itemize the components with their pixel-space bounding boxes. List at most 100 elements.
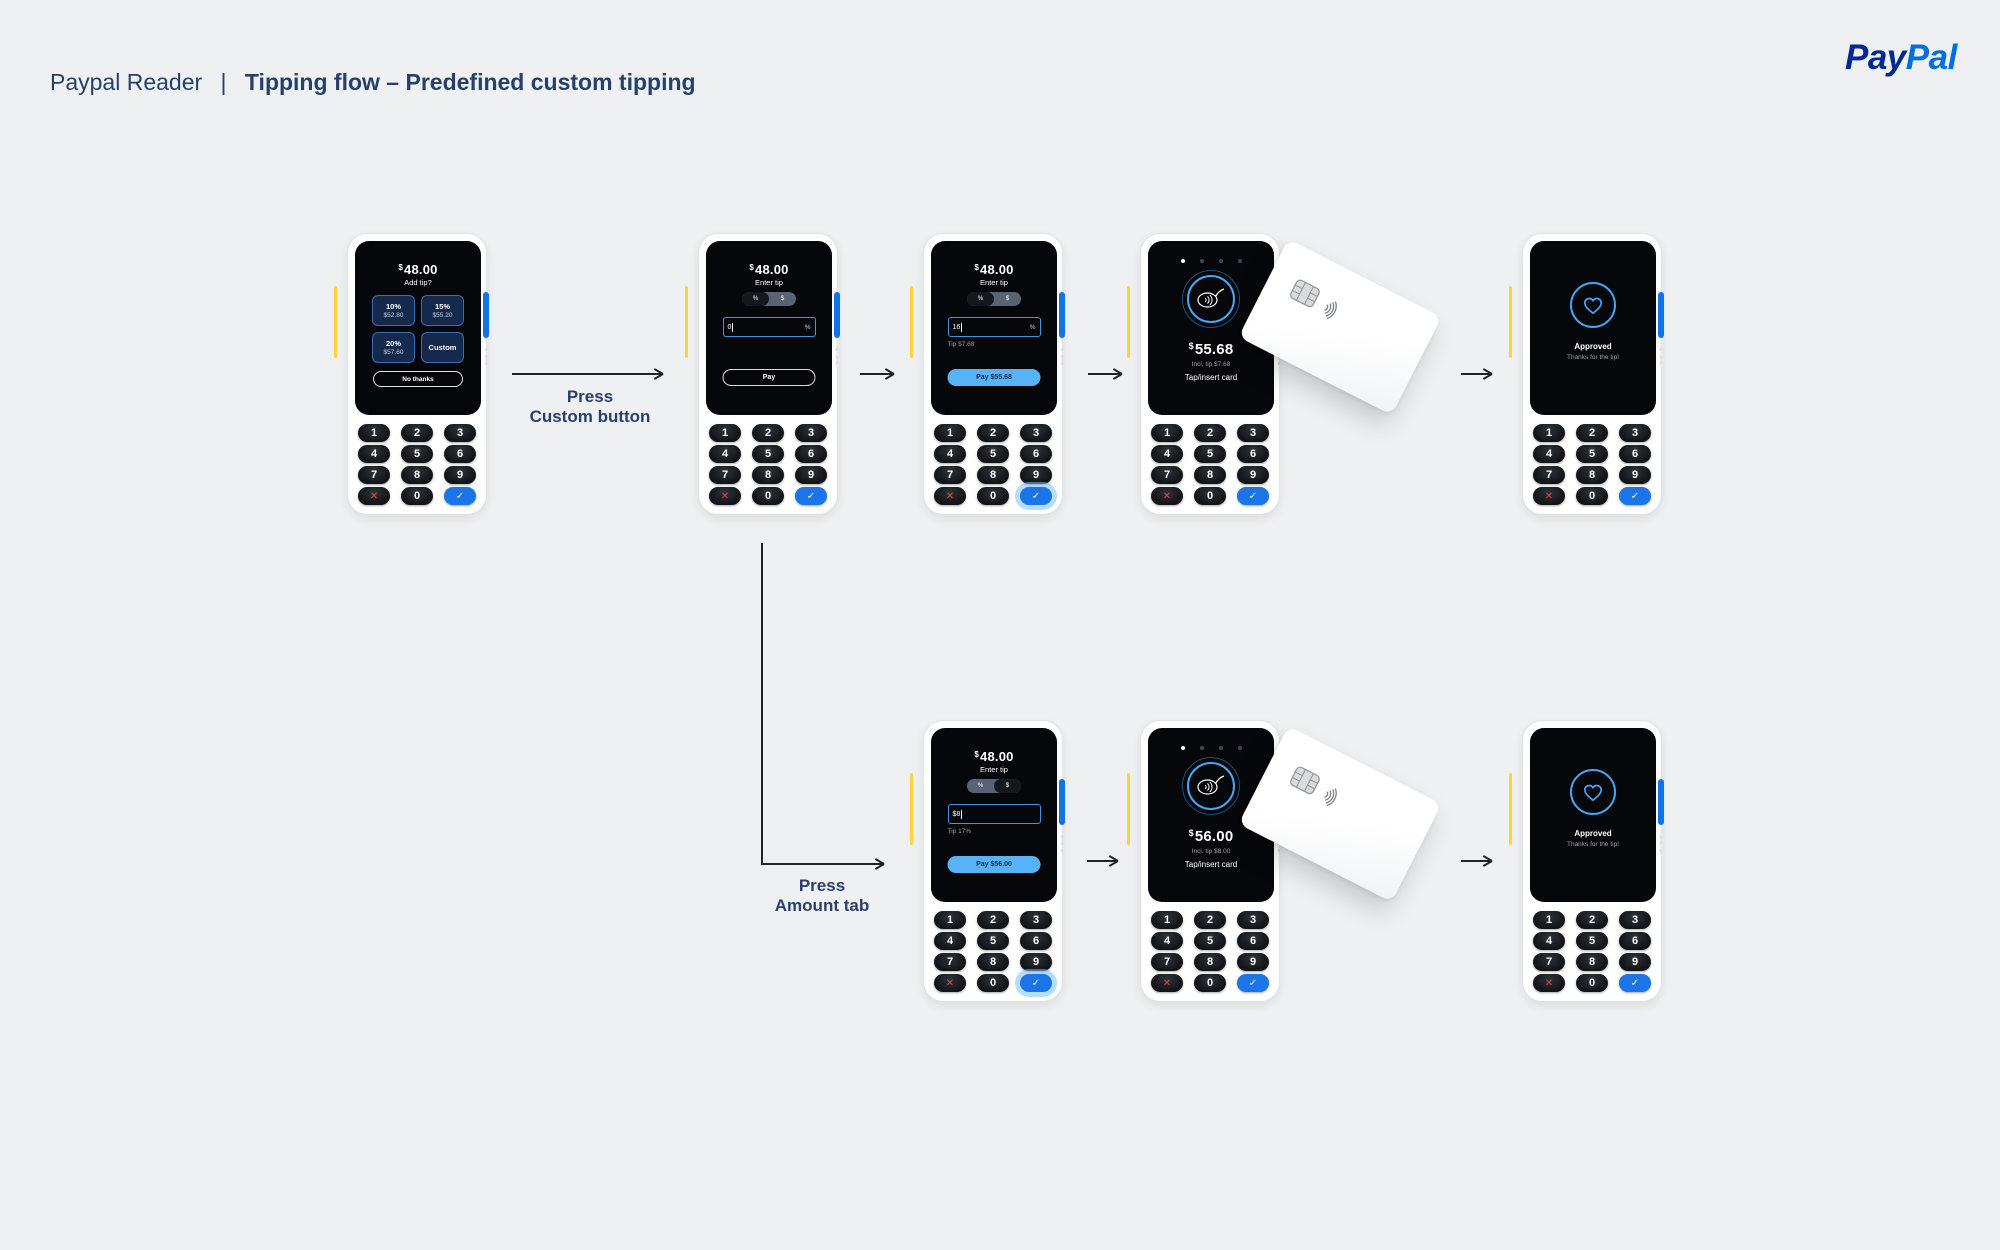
key-0[interactable]: 0 bbox=[1576, 974, 1608, 992]
key-2[interactable]: 2 bbox=[401, 424, 433, 442]
key-6[interactable]: 6 bbox=[1619, 445, 1651, 463]
key-2[interactable]: 2 bbox=[977, 424, 1009, 442]
key-9[interactable]: 9 bbox=[1619, 953, 1651, 971]
key-7[interactable]: 7 bbox=[1151, 953, 1183, 971]
key-7[interactable]: 7 bbox=[934, 953, 966, 971]
key-5[interactable]: 5 bbox=[1576, 932, 1608, 950]
key-3[interactable]: 3 bbox=[1020, 911, 1052, 929]
key-1[interactable]: 1 bbox=[934, 911, 966, 929]
key-0[interactable]: 0 bbox=[977, 487, 1009, 505]
side-button[interactable] bbox=[1658, 292, 1664, 338]
key-4[interactable]: 4 bbox=[1533, 445, 1565, 463]
tip-input[interactable]: $8 bbox=[947, 804, 1041, 824]
key-5[interactable]: 5 bbox=[401, 445, 433, 463]
key-7[interactable]: 7 bbox=[709, 466, 741, 484]
key-1[interactable]: 1 bbox=[1533, 911, 1565, 929]
key-9[interactable]: 9 bbox=[1237, 466, 1269, 484]
key-0[interactable]: 0 bbox=[977, 974, 1009, 992]
key-7[interactable]: 7 bbox=[934, 466, 966, 484]
tip-option-custom[interactable]: Custom bbox=[421, 332, 464, 363]
key-9[interactable]: 9 bbox=[1619, 466, 1651, 484]
key-4[interactable]: 4 bbox=[934, 445, 966, 463]
pay-button[interactable]: Pay bbox=[722, 369, 816, 386]
key-cancel[interactable]: ✕ bbox=[709, 487, 741, 505]
key-5[interactable]: 5 bbox=[1576, 445, 1608, 463]
key-2[interactable]: 2 bbox=[977, 911, 1009, 929]
key-1[interactable]: 1 bbox=[1151, 424, 1183, 442]
key-3[interactable]: 3 bbox=[1619, 911, 1651, 929]
key-confirm[interactable]: ✓ bbox=[1020, 974, 1052, 992]
key-cancel[interactable]: ✕ bbox=[1151, 974, 1183, 992]
key-4[interactable]: 4 bbox=[1151, 932, 1183, 950]
key-0[interactable]: 0 bbox=[1194, 487, 1226, 505]
toggle-amount-tab[interactable]: $ bbox=[994, 779, 1021, 793]
key-8[interactable]: 8 bbox=[1194, 953, 1226, 971]
key-5[interactable]: 5 bbox=[1194, 932, 1226, 950]
key-8[interactable]: 8 bbox=[977, 953, 1009, 971]
tip-input[interactable]: 16 % bbox=[947, 317, 1041, 337]
toggle-percent-tab[interactable]: % bbox=[977, 783, 984, 789]
key-1[interactable]: 1 bbox=[709, 424, 741, 442]
key-3[interactable]: 3 bbox=[795, 424, 827, 442]
key-3[interactable]: 3 bbox=[1619, 424, 1651, 442]
key-confirm[interactable]: ✓ bbox=[1237, 487, 1269, 505]
key-3[interactable]: 3 bbox=[1237, 424, 1269, 442]
key-9[interactable]: 9 bbox=[1020, 466, 1052, 484]
side-button[interactable] bbox=[834, 292, 840, 338]
key-6[interactable]: 6 bbox=[1237, 932, 1269, 950]
key-6[interactable]: 6 bbox=[444, 445, 476, 463]
key-5[interactable]: 5 bbox=[977, 445, 1009, 463]
key-1[interactable]: 1 bbox=[1533, 424, 1565, 442]
key-0[interactable]: 0 bbox=[401, 487, 433, 505]
key-2[interactable]: 2 bbox=[1194, 424, 1226, 442]
key-7[interactable]: 7 bbox=[1533, 953, 1565, 971]
key-1[interactable]: 1 bbox=[1151, 911, 1183, 929]
toggle-percent-tab[interactable]: % bbox=[967, 292, 994, 306]
tip-input[interactable]: 0 % bbox=[722, 317, 816, 337]
key-8[interactable]: 8 bbox=[1576, 953, 1608, 971]
key-2[interactable]: 2 bbox=[1194, 911, 1226, 929]
tip-option-10[interactable]: 10% $52.80 bbox=[372, 295, 415, 326]
side-button[interactable] bbox=[1059, 779, 1065, 825]
key-confirm[interactable]: ✓ bbox=[1020, 487, 1052, 505]
key-6[interactable]: 6 bbox=[795, 445, 827, 463]
key-3[interactable]: 3 bbox=[1237, 911, 1269, 929]
key-confirm[interactable]: ✓ bbox=[1619, 487, 1651, 505]
key-8[interactable]: 8 bbox=[1576, 466, 1608, 484]
side-button[interactable] bbox=[483, 292, 489, 338]
key-5[interactable]: 5 bbox=[1194, 445, 1226, 463]
key-cancel[interactable]: ✕ bbox=[358, 487, 390, 505]
key-7[interactable]: 7 bbox=[1533, 466, 1565, 484]
key-3[interactable]: 3 bbox=[1020, 424, 1052, 442]
key-4[interactable]: 4 bbox=[709, 445, 741, 463]
pay-button[interactable]: Pay $55.68 bbox=[947, 369, 1041, 386]
key-9[interactable]: 9 bbox=[1020, 953, 1052, 971]
key-3[interactable]: 3 bbox=[444, 424, 476, 442]
toggle-amount-tab[interactable]: $ bbox=[1005, 296, 1010, 302]
pay-button[interactable]: Pay $56.00 bbox=[947, 856, 1041, 873]
key-6[interactable]: 6 bbox=[1237, 445, 1269, 463]
toggle-amount-tab[interactable]: $ bbox=[780, 296, 785, 302]
key-2[interactable]: 2 bbox=[1576, 911, 1608, 929]
key-7[interactable]: 7 bbox=[358, 466, 390, 484]
key-7[interactable]: 7 bbox=[1151, 466, 1183, 484]
key-5[interactable]: 5 bbox=[977, 932, 1009, 950]
key-cancel[interactable]: ✕ bbox=[934, 487, 966, 505]
key-8[interactable]: 8 bbox=[977, 466, 1009, 484]
key-1[interactable]: 1 bbox=[934, 424, 966, 442]
key-4[interactable]: 4 bbox=[934, 932, 966, 950]
toggle-percent-tab[interactable]: % bbox=[742, 292, 769, 306]
key-confirm[interactable]: ✓ bbox=[795, 487, 827, 505]
key-1[interactable]: 1 bbox=[358, 424, 390, 442]
key-confirm[interactable]: ✓ bbox=[1237, 974, 1269, 992]
key-8[interactable]: 8 bbox=[401, 466, 433, 484]
key-4[interactable]: 4 bbox=[1151, 445, 1183, 463]
key-9[interactable]: 9 bbox=[1237, 953, 1269, 971]
tip-option-20[interactable]: 20% $57.60 bbox=[372, 332, 415, 363]
key-9[interactable]: 9 bbox=[795, 466, 827, 484]
key-confirm[interactable]: ✓ bbox=[444, 487, 476, 505]
key-6[interactable]: 6 bbox=[1020, 445, 1052, 463]
key-2[interactable]: 2 bbox=[752, 424, 784, 442]
key-4[interactable]: 4 bbox=[358, 445, 390, 463]
key-8[interactable]: 8 bbox=[752, 466, 784, 484]
